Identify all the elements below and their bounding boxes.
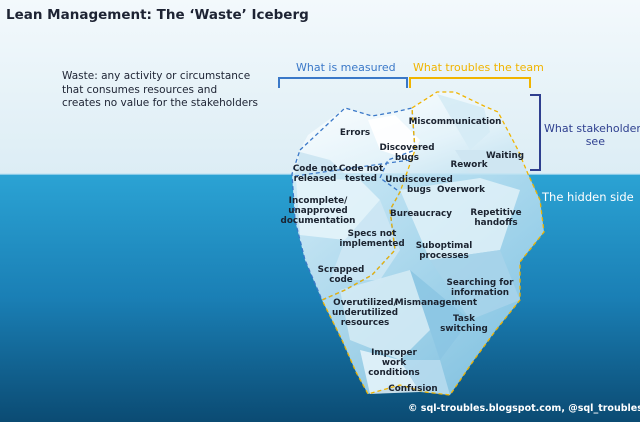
label-miscommunication: Miscommunication (408, 117, 502, 127)
label-errors: Errors (339, 128, 371, 138)
label-task-switching: Task switching (440, 314, 488, 335)
troubles-header: What troubles the team (413, 61, 544, 74)
waste-definition: Waste: any activity or circumstance that… (62, 70, 259, 110)
label-code-not-tested: Code not tested (338, 164, 384, 185)
label-suboptimal-processes: Suboptimal processes (415, 241, 473, 262)
label-searching-information: Searching for information (446, 278, 514, 299)
label-incomplete-documentation: Incomplete/ unapproved documentation (280, 196, 356, 227)
label-waiting: Waiting (485, 151, 525, 161)
hidden-side-label: The hidden side (542, 190, 634, 204)
label-discovered-bugs: Discovered bugs (379, 143, 435, 164)
label-code-not-released: Code not released (292, 164, 338, 185)
label-specs-not-implemented: Specs not implemented (339, 229, 405, 250)
stakeholders-header: What stakeholders see (544, 122, 640, 148)
troubles-region-outline (321, 91, 545, 396)
label-repetitive-handoffs: Repetitive handoffs (470, 208, 522, 229)
troubles-bracket (409, 77, 531, 88)
label-improper-work-conditions: Improper work conditions (368, 348, 420, 379)
measured-bracket (278, 77, 408, 88)
label-undiscovered-bugs: Undiscovered bugs (385, 175, 453, 196)
copyright-footer: © sql-troubles.blogspot.com, @sql_troubl… (408, 403, 640, 414)
label-over-underutilized-resources: Overutilized/ underutilized resources (331, 298, 399, 329)
page-title: Lean Management: The ‘Waste’ Iceberg (6, 7, 309, 23)
label-overwork: Overwork (437, 185, 485, 195)
label-bureaucracy: Bureaucracy (390, 209, 452, 219)
measured-header: What is measured (296, 61, 396, 74)
label-confusion: Confusion (388, 384, 438, 394)
label-scrapped-code: Scrapped code (317, 265, 365, 286)
label-mismanagement: Mismanagement (394, 298, 478, 308)
label-rework: Rework (450, 160, 488, 170)
stakeholders-bracket (530, 94, 541, 171)
